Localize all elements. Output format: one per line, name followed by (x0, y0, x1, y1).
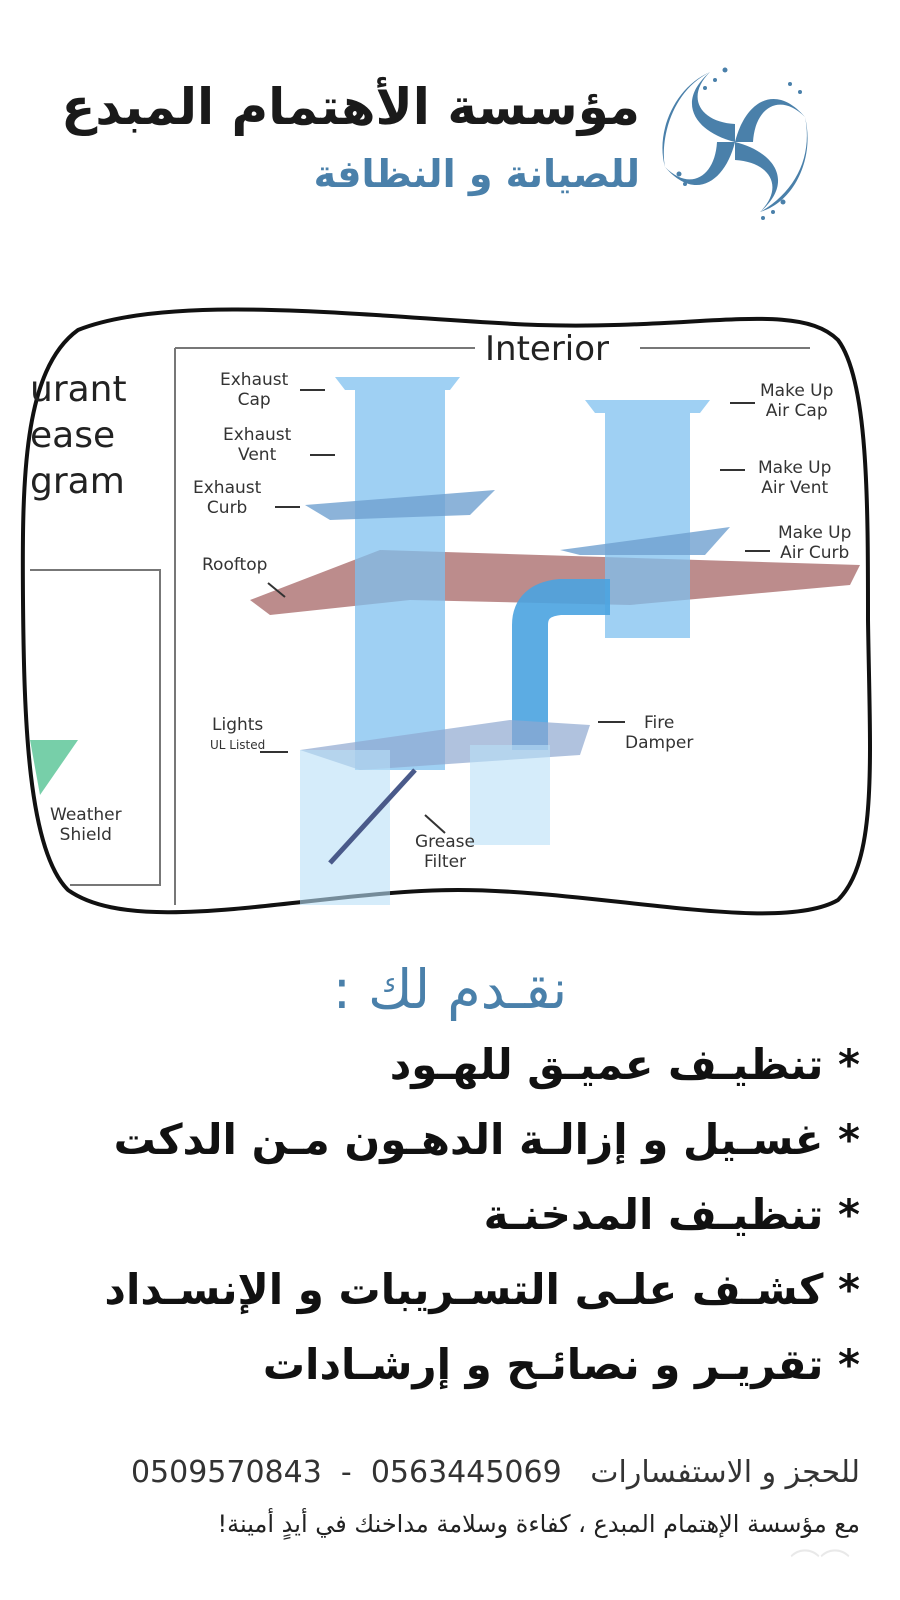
watermark-logo: ⌒⌒ (790, 1548, 850, 1583)
diagram-partial-title-1: urant (30, 369, 127, 410)
diagram-section-title: Interior (485, 329, 610, 369)
brand-subtitle: للصيانة و النظافة (313, 152, 640, 196)
label-lights-ul: UL Listed (210, 738, 266, 752)
service-item: * غسـيل و إزالـة الدهـون مـن الدكت (113, 1115, 860, 1164)
diagram-partial-title-3: gram (30, 461, 125, 502)
phone-number-1[interactable]: 0509570843 (130, 1455, 322, 1490)
diagram-partial-title-2: ease (30, 415, 116, 456)
slogan: مع مؤسسة الإهتمام المبدع ، كفاءة وسلامة … (217, 1510, 860, 1538)
contact-line: للحجز و الاستفسارات 0509570843 - 0563445… (130, 1455, 860, 1490)
offer-heading: نقـدم لك : (332, 958, 568, 1021)
service-item: * تنظيـف المدخنـة (483, 1190, 860, 1239)
brand-title: مؤسسة الأهتمام المبدع (61, 78, 640, 136)
label-rooftop: Rooftop (202, 555, 268, 575)
phone-number-2[interactable]: 0563445069 (370, 1455, 562, 1490)
service-item: * كشـف علـى التسـريبات و الإنسـداد (104, 1265, 860, 1314)
swirl-logo-icon (655, 62, 815, 222)
service-item: * تقريـر و نصائـح و إرشـادات (262, 1340, 860, 1389)
label-lights: Lights (212, 715, 264, 735)
service-item: * تنظيـف عميـق للهـود (389, 1040, 860, 1089)
contact-label: للحجز و الاستفسارات (590, 1455, 860, 1490)
